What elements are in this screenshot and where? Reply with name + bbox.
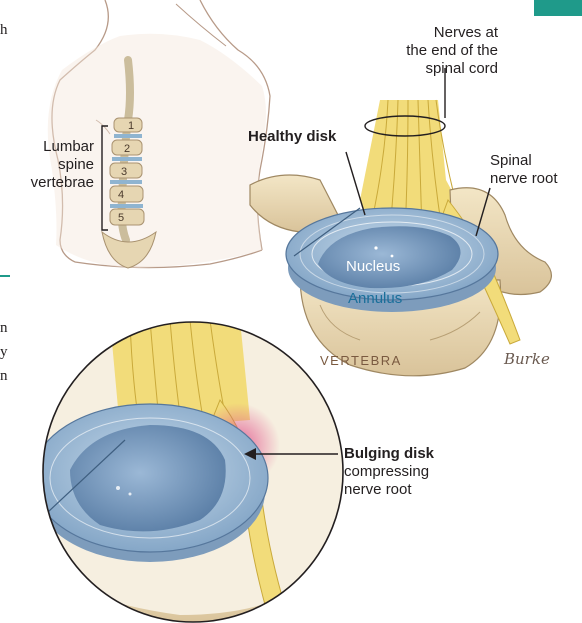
- label-nucleus: Nucleus: [346, 258, 400, 276]
- label-nerves-spinal-cord: Nerves at the end of the spinal cord: [406, 24, 498, 78]
- label-spinal-nerve-root: Spinal nerve root: [490, 152, 558, 188]
- disk-highlight: [391, 255, 394, 258]
- cut-text: y: [0, 344, 8, 361]
- magnified-view: [32, 320, 343, 623]
- vertebra-number: 3: [121, 166, 127, 178]
- disk-highlight: [374, 246, 377, 249]
- cut-text: n: [0, 320, 8, 337]
- artist-signature: Burke: [504, 350, 550, 368]
- label-vertebra: VERTEBRA: [320, 353, 402, 368]
- corner-tab: [534, 0, 582, 16]
- label-annulus: Annulus: [348, 290, 402, 308]
- vertebra-number: 4: [118, 189, 124, 201]
- label-healthy-disk: Healthy disk: [248, 128, 336, 146]
- label-bulging-disk: Bulging disk: [344, 445, 434, 463]
- vertebra-number: 2: [124, 143, 130, 155]
- cut-text: n: [0, 368, 8, 385]
- label-lumbar-vertebrae: Lumbar spine vertebrae: [31, 138, 94, 192]
- cut-text: h: [0, 22, 8, 39]
- vertebra-number: 1: [128, 120, 134, 132]
- vertebra-number: 5: [118, 212, 124, 224]
- label-bulging-desc: compressing nerve root: [344, 463, 429, 499]
